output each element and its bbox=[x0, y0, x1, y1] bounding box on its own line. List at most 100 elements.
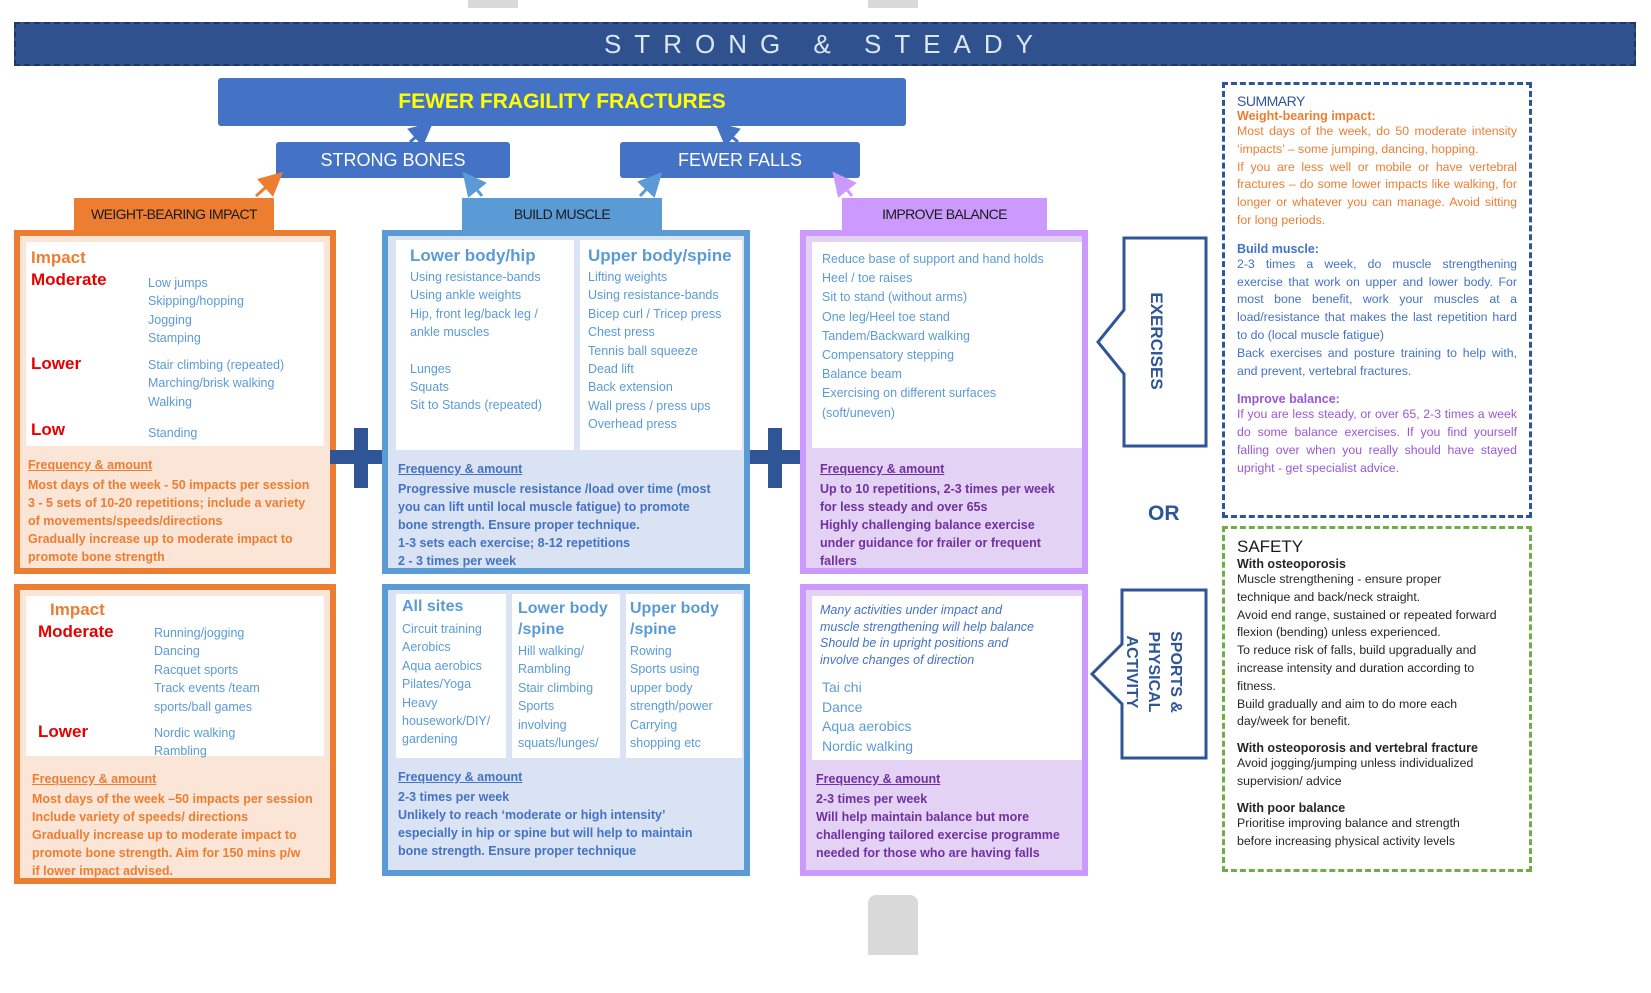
plus-icon bbox=[330, 428, 390, 488]
list-item: Lifting weights bbox=[588, 270, 668, 284]
list-item: Back extension bbox=[588, 380, 673, 395]
balance-sports-items: Tai chi Dance Aqua aerobics Nordic walki… bbox=[822, 678, 913, 756]
or-label: OR bbox=[1148, 502, 1180, 525]
arrow-muscle-to-falls bbox=[637, 172, 663, 198]
text-line: Prioritise improving balance and strengt… bbox=[1237, 815, 1460, 830]
list-item: Heavy bbox=[402, 695, 438, 710]
summary-weight-title: Weight-bearing impact: bbox=[1237, 109, 1376, 123]
muscle-sports-box: All sites Circuit training Aerobics Aqua… bbox=[382, 584, 750, 876]
text-line: Build gradually and aim to do more each bbox=[1237, 696, 1458, 711]
text-line: day/week for benefit. bbox=[1237, 714, 1351, 729]
exercises-label: EXERCISES bbox=[1147, 292, 1166, 390]
text-line: you can lift until local muscle fatigue)… bbox=[398, 500, 690, 514]
text-line: Gradually increase up to moderate impact… bbox=[28, 532, 293, 546]
muscle-lower-title: Lower body/hip bbox=[410, 246, 536, 265]
list-item: sports/ball games bbox=[154, 699, 252, 714]
balance-exercises-box: Reduce base of support and hand holds He… bbox=[800, 230, 1088, 574]
sports-label: SPORTS & PHYSICAL ACTIVITY bbox=[1123, 597, 1186, 747]
list-item: Aerobics bbox=[402, 640, 451, 655]
list-item: Tennis ball squeeze bbox=[588, 343, 698, 358]
impact-sports-box: Impact Moderate Running/jogging Dancing … bbox=[14, 584, 336, 884]
list-item: Circuit training bbox=[402, 622, 482, 636]
list-item: Tai chi bbox=[822, 679, 862, 695]
list-item: Stair climbing bbox=[518, 680, 594, 695]
page-edge-mark bbox=[868, 0, 918, 8]
list-item: strength/power bbox=[630, 699, 713, 714]
plus-icon bbox=[744, 428, 806, 488]
list-item: Using ankle weights bbox=[410, 288, 522, 303]
list-item: Tandem/Backward walking bbox=[822, 328, 970, 343]
impact-moderate-list: Low jumps Skipping/hopping Jogging Stamp… bbox=[148, 274, 244, 348]
text-line: 2-3 times per week bbox=[398, 790, 510, 804]
text-line: Gradually increase up to moderate impact… bbox=[32, 828, 297, 842]
arrow-bones-to-goal bbox=[407, 122, 434, 147]
sports-muscle-frequency-text: 2-3 times per week Unlikely to reach ‘mo… bbox=[398, 788, 693, 860]
list-item: Balance beam bbox=[822, 367, 902, 382]
list-item: Using resistance-bands bbox=[588, 288, 719, 303]
balance-list: Reduce base of support and hand holds He… bbox=[822, 250, 1044, 423]
text-line: Highly challenging balance exercise bbox=[820, 518, 1035, 532]
text-line: promote bone strength. Aim for 150 mins … bbox=[32, 846, 301, 860]
list-item: (soft/uneven) bbox=[822, 405, 895, 420]
text-line: To reduce risk of falls, build upgradual… bbox=[1237, 643, 1477, 658]
sports-impact-frequency-text: Most days of the week –50 impacts per se… bbox=[32, 790, 313, 880]
arrow-muscle-to-bones bbox=[462, 171, 487, 198]
title-line: /spine bbox=[630, 621, 677, 638]
summary-balance-text: If you are less steady, or over 65, 2-3 … bbox=[1237, 407, 1517, 475]
text-line: needed for those who are having falls bbox=[816, 846, 1040, 860]
sports-moderate-list: Running/jogging Dancing Racquet sports T… bbox=[154, 624, 260, 716]
safety-osteoporosis-title: With osteoporosis bbox=[1237, 557, 1346, 571]
sports-lower-title: Lower body /spine bbox=[518, 598, 608, 640]
summary-panel: SUMMARY Weight-bearing impact: Most days… bbox=[1222, 82, 1532, 518]
balance-sports-box: Many activities under impact and muscle … bbox=[800, 584, 1088, 876]
impact-low-label: Low bbox=[31, 420, 65, 439]
muscle-frequency-text: Progressive muscle resistance /load over… bbox=[398, 480, 711, 570]
text-line: for less steady and over 65s bbox=[820, 500, 988, 514]
text-line: technique and back/neck straight. bbox=[1237, 589, 1421, 604]
safety-vertebral-text: Avoid jogging/jumping unless individuali… bbox=[1237, 755, 1519, 791]
sports-lower-list: Nordic walking Rambling bbox=[154, 724, 235, 761]
exercises-callout bbox=[1096, 236, 1208, 448]
impact-lower-label: Lower bbox=[31, 354, 82, 373]
list-item: Dancing bbox=[154, 644, 200, 659]
balance-exercises-list: Reduce base of support and hand holds He… bbox=[812, 242, 1082, 448]
text-line: flexion (bending) unless experienced. bbox=[1237, 625, 1441, 640]
list-item: Walking bbox=[148, 394, 192, 409]
impact-low-item: Standing bbox=[148, 426, 198, 440]
list-item: Compensatory stepping bbox=[822, 348, 955, 363]
arrow-falls-to-goal bbox=[714, 122, 741, 147]
title-line: /spine bbox=[518, 621, 565, 638]
safety-panel: SAFETY With osteoporosis Muscle strength… bbox=[1222, 526, 1532, 872]
balance-sports-list: Many activities under impact and muscle … bbox=[812, 596, 1082, 760]
fewer-falls-box: FEWER FALLS bbox=[620, 142, 860, 178]
list-item: Heel / toe raises bbox=[822, 271, 913, 286]
impact-frequency-text: Most days of the week - 50 impacts per s… bbox=[28, 476, 309, 566]
list-item: Sit to Stands (repeated) bbox=[410, 398, 543, 413]
text-line: Will help maintain balance but more bbox=[816, 810, 1030, 824]
text-line: Muscle strengthening - ensure proper bbox=[1237, 572, 1442, 586]
sports-lower-label: Lower bbox=[38, 722, 89, 741]
sports-upper-list: Rowing Sports using upper body strength/… bbox=[630, 642, 713, 752]
list-item: Rowing bbox=[630, 644, 672, 658]
text-line: increase intensity and duration accordin… bbox=[1237, 660, 1475, 675]
text-line: if lower impact advised. bbox=[32, 864, 174, 878]
list-item: Stair climbing (repeated) bbox=[148, 358, 285, 372]
list-item: Jogging bbox=[148, 312, 192, 327]
list-item: Marching/brisk walking bbox=[148, 376, 275, 391]
text-line: Include variety of speeds/ directions bbox=[32, 810, 249, 824]
list-item: shopping etc bbox=[630, 736, 701, 751]
page-edge-mark bbox=[868, 895, 918, 955]
text-line: challenging tailored exercise programme bbox=[816, 828, 1060, 842]
list-item: Sports bbox=[518, 699, 555, 714]
list-item: Running/jogging bbox=[154, 626, 245, 640]
list-item: Sports using bbox=[630, 662, 700, 677]
list-item: housework/DIY/ bbox=[402, 714, 491, 729]
text-line: bone strength. Ensure proper technique bbox=[398, 844, 637, 858]
list-item: Sit to stand (without arms) bbox=[822, 290, 968, 305]
balance-frequency-text: Up to 10 repetitions, 2-3 times per week… bbox=[820, 480, 1055, 570]
list-item: Chest press bbox=[588, 325, 655, 340]
impact-lower-list: Stair climbing (repeated) Marching/brisk… bbox=[148, 356, 284, 411]
list-item: Dead lift bbox=[588, 362, 634, 377]
title-line: Lower body bbox=[518, 600, 608, 617]
